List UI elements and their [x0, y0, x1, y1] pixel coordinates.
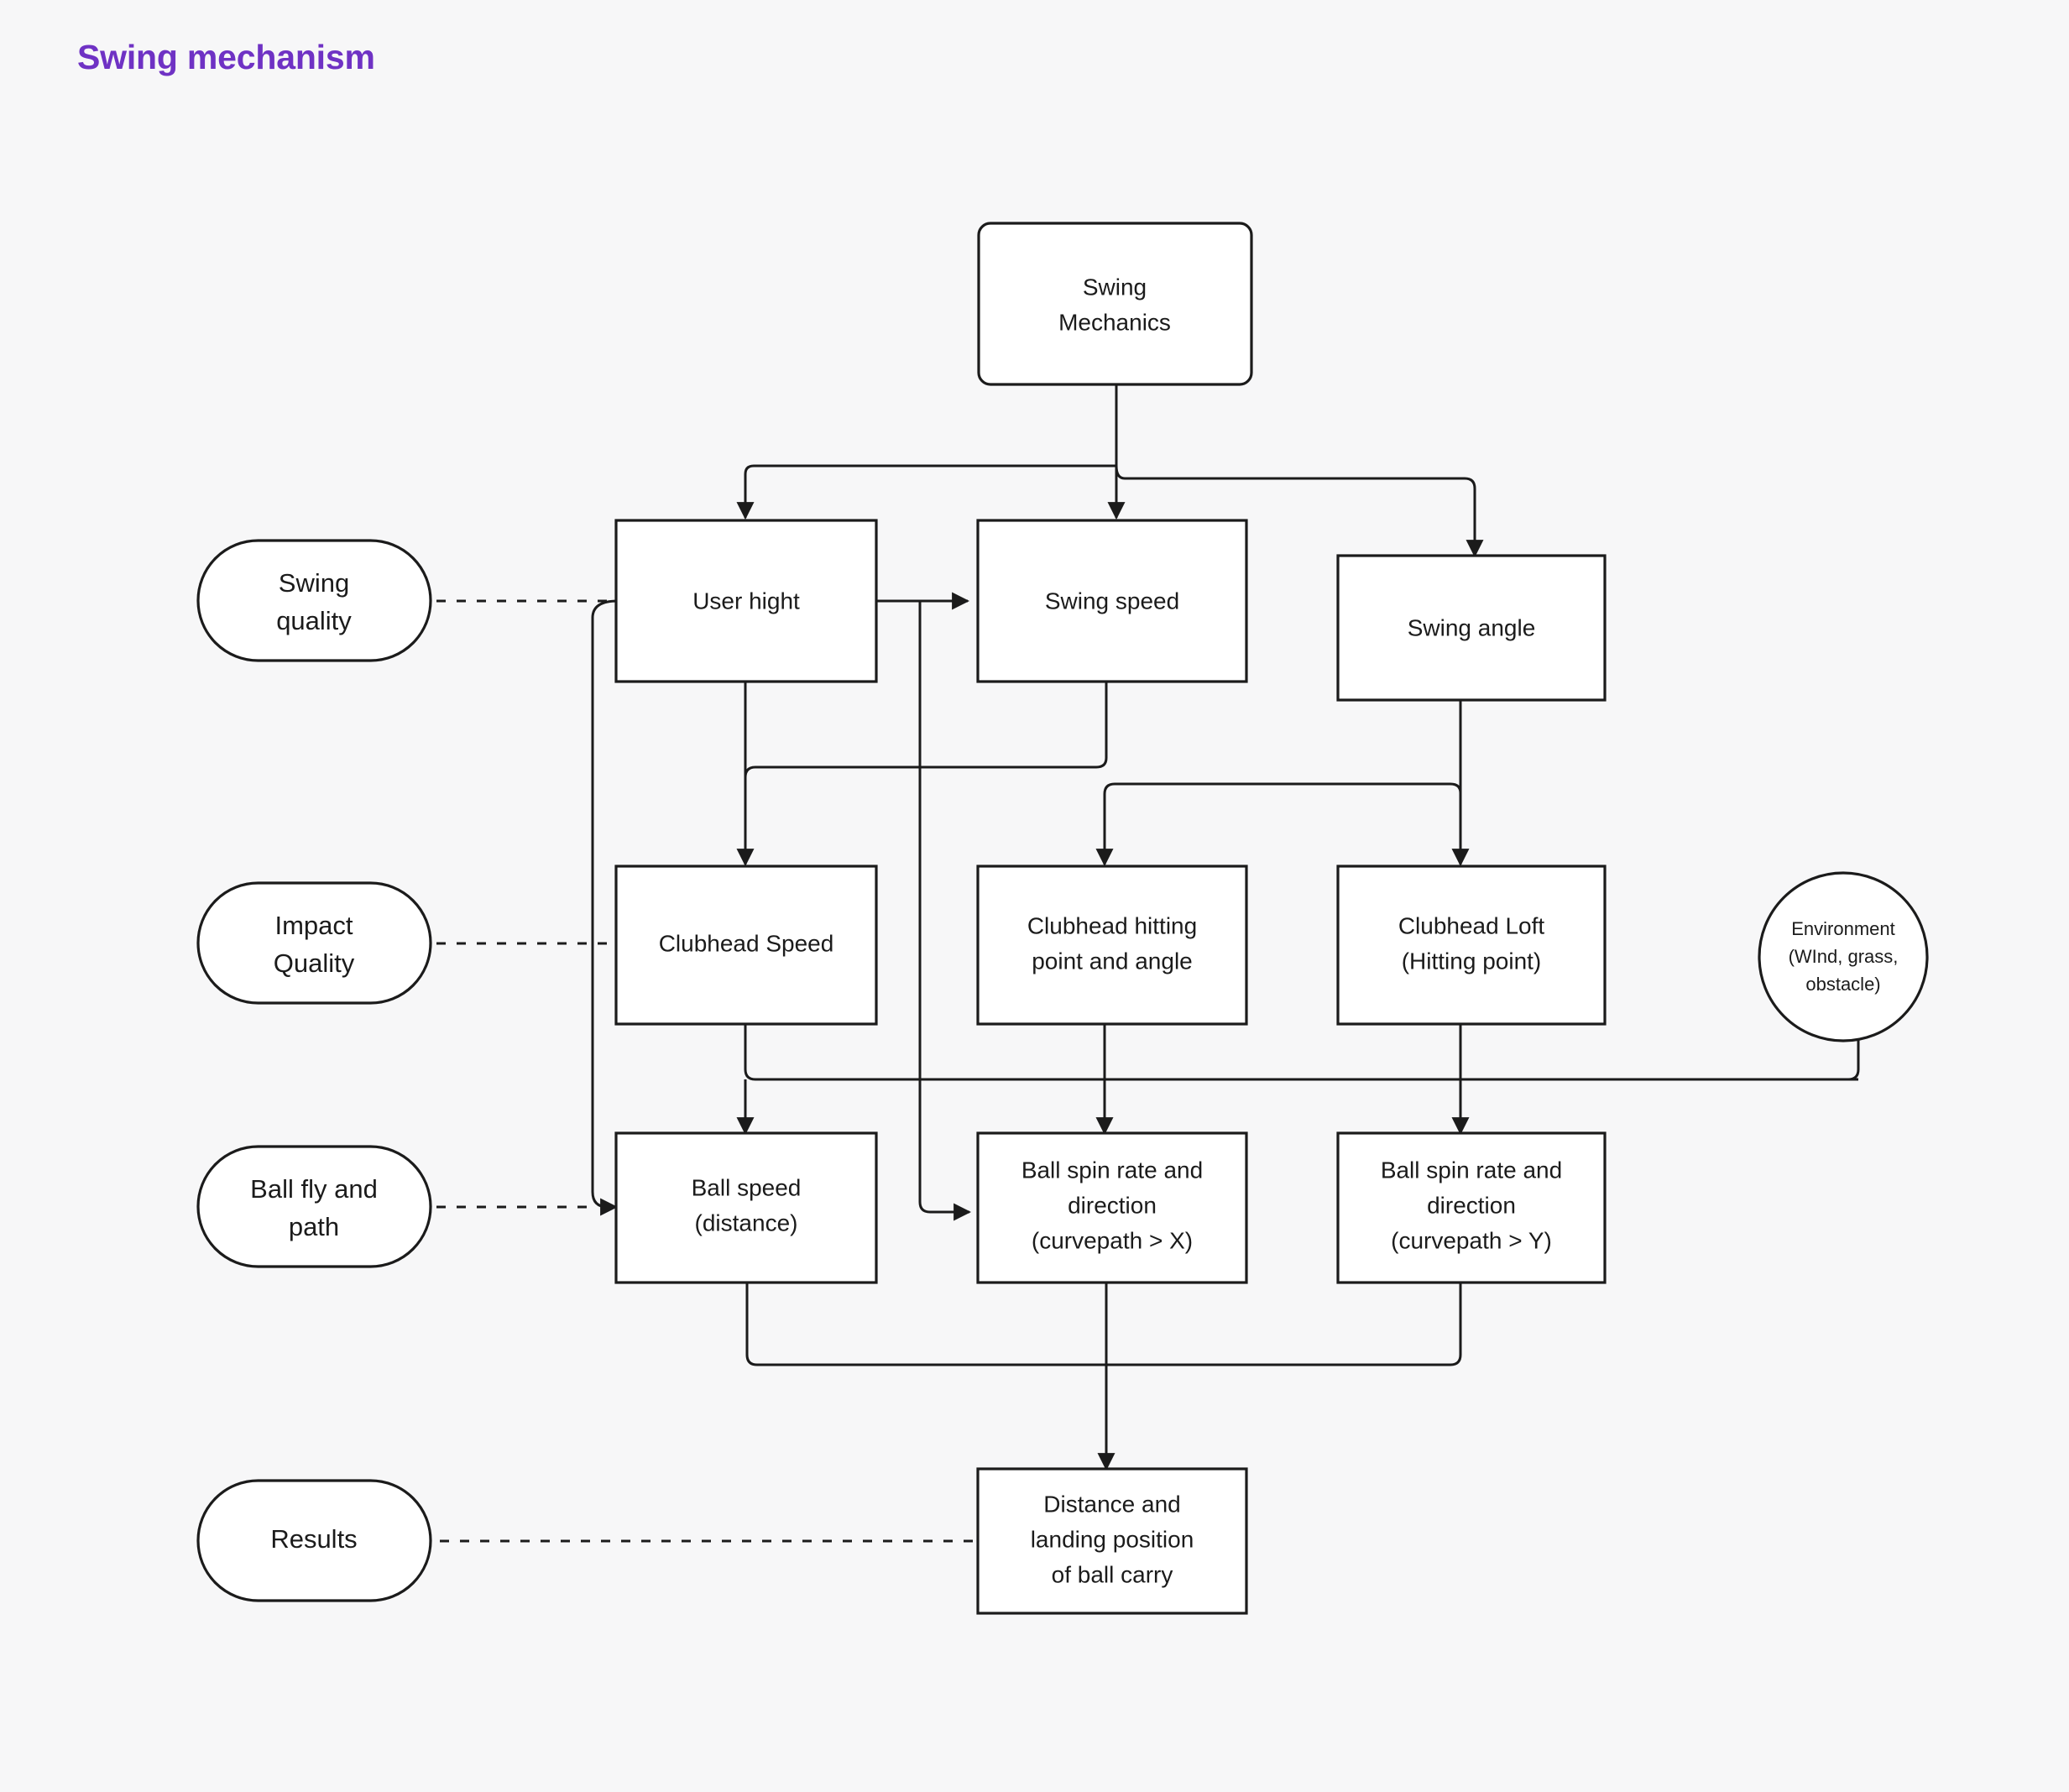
lane-results[interactable]: Results — [196, 1479, 432, 1602]
lane-label-line2: quality — [276, 606, 352, 635]
node-shape — [1758, 871, 1929, 1042]
node-label-line1: Distance and — [1043, 1491, 1180, 1517]
node-swing-mechanics[interactable]: Swing Mechanics — [977, 222, 1253, 386]
node-label-line1: Clubhead hitting — [1027, 912, 1197, 938]
lane-label-line1: Ball fly and — [250, 1174, 378, 1204]
lane-pill-shape — [196, 1145, 432, 1268]
node-shape — [976, 865, 1248, 1026]
node-label-line3: obstacle) — [1805, 974, 1880, 995]
edge-swing-angle-to-clubhead-hitting — [1095, 782, 1462, 867]
edge-swing-speed-to-clubhead-speed — [744, 682, 1108, 865]
node-shape — [976, 1131, 1248, 1284]
node-label-line2: Mechanics — [1058, 309, 1171, 335]
node-ball-speed[interactable]: Ball speed (distance) — [614, 1131, 878, 1284]
node-shape — [1336, 865, 1607, 1026]
node-ball-spin-x[interactable]: Ball spin rate and direction (curvepath … — [976, 1131, 1248, 1284]
node-label-line2: direction — [1427, 1192, 1516, 1218]
node-label-line2: direction — [1068, 1192, 1157, 1218]
node-environment[interactable]: Environment (WInd, grass, obstacle) — [1758, 871, 1929, 1042]
edge-environment-to-ball-speed — [755, 1028, 1860, 1081]
node-label-line3: of ball carry — [1052, 1561, 1173, 1587]
page-title: Swing mechanism — [77, 38, 375, 76]
node-shape — [1336, 554, 1607, 702]
node-label-line2: (distance) — [695, 1209, 798, 1236]
edge-user-hight-to-ball-speed — [591, 599, 619, 1216]
node-label-line2: point and angle — [1032, 948, 1193, 974]
node-label-line1: Clubhead Speed — [659, 930, 834, 956]
node-clubhead-hitting-point-and-angle[interactable]: Clubhead hitting point and angle — [976, 865, 1248, 1026]
lane-ball-fly-and-path[interactable]: Ball fly and path — [196, 1145, 432, 1268]
node-label-line1: Swing — [1083, 274, 1147, 300]
node-label-line1: User hight — [692, 588, 800, 614]
node-ball-spin-y[interactable]: Ball spin rate and direction (curvepath … — [1336, 1131, 1607, 1284]
lane-pill-shape — [196, 881, 432, 1005]
node-shape — [1336, 1131, 1607, 1284]
node-user-hight[interactable]: User hight — [614, 519, 878, 683]
edge-ball-spin-y-merge — [1106, 1283, 1462, 1366]
lane-label-line1: Results — [270, 1524, 357, 1554]
node-swing-angle[interactable]: Swing angle — [1336, 554, 1607, 702]
node-shape — [614, 865, 878, 1026]
lane-label-line1: Swing — [279, 568, 349, 598]
edge-mechanics-to-swing-angle — [1115, 465, 1484, 558]
node-swing-speed[interactable]: Swing speed — [976, 519, 1248, 683]
node-label-line1: Ball spin rate and — [1381, 1157, 1562, 1183]
node-shape — [977, 222, 1253, 386]
node-label-line1: Ball speed — [692, 1174, 802, 1200]
node-result-box[interactable]: Distance and landing position of ball ca… — [976, 1467, 1248, 1615]
node-label-line3: (curvepath > X) — [1032, 1227, 1193, 1253]
edge-mechanics-to-user-hight — [736, 464, 1116, 520]
lane-label-line2: path — [289, 1212, 339, 1241]
connector-layer — [436, 384, 1860, 1543]
lane-label-line1: Impact — [274, 911, 353, 940]
node-shape — [976, 1467, 1248, 1615]
node-label-line1: Swing speed — [1045, 588, 1179, 614]
lane-pill-shape — [196, 1479, 432, 1602]
node-clubhead-loft[interactable]: Clubhead Loft (Hitting point) — [1336, 865, 1607, 1026]
node-clubhead-speed[interactable]: Clubhead Speed — [614, 865, 878, 1026]
node-label-line2: landing position — [1031, 1526, 1194, 1552]
node-label-line2: (Hitting point) — [1402, 948, 1542, 974]
lane-swing-quality[interactable]: Swing quality — [196, 539, 432, 662]
edge-user-hight-to-ball-spin-x — [918, 601, 972, 1221]
lane-label-line2: Quality — [274, 948, 355, 978]
node-label-line1: Ball spin rate and — [1021, 1157, 1203, 1183]
edge-ball-speed-merge — [745, 1283, 1106, 1366]
lane-pill-shape — [196, 539, 432, 662]
edge-clubhead-speed-to-ball-speed — [744, 1022, 1858, 1081]
node-label-line1: Swing angle — [1408, 614, 1536, 640]
lane-impact-quality[interactable]: Impact Quality — [196, 881, 432, 1005]
node-label-line3: (curvepath > Y) — [1391, 1227, 1552, 1253]
node-label-line1: Clubhead Loft — [1398, 912, 1545, 938]
node-label-line1: Environment — [1791, 918, 1895, 939]
node-shape — [976, 519, 1248, 683]
node-label-line2: (WInd, grass, — [1789, 946, 1899, 967]
node-shape — [614, 519, 878, 683]
node-shape — [614, 1131, 878, 1284]
